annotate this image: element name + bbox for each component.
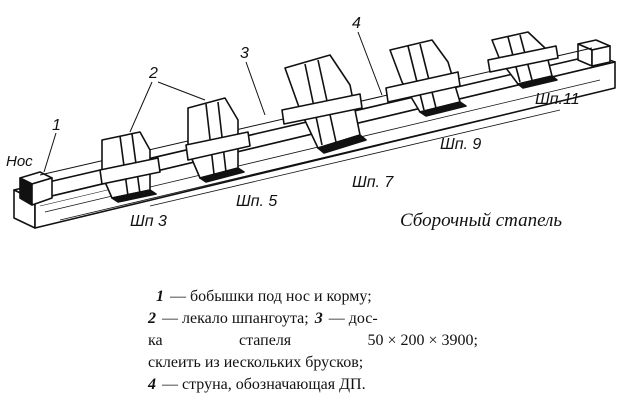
frame-template-sh3 [99,131,161,203]
legend-text-3c: 50 × 200 × 3900; [367,332,478,349]
label-3: 3 [240,45,249,62]
label-sh3: Шп 3 [130,213,167,230]
label-1: 1 [52,117,61,134]
frame-template-sh11 [487,31,559,89]
legend-num-3: 3 [314,310,323,327]
slipway-drawing: Нос 1 2 3 4 Шп 3 Шп. 5 Шп. 7 Шп. 9 Шп.11… [6,15,616,231]
label-nose: Нос [6,153,33,170]
legend-num-1: 1 [156,288,164,305]
frame-template-sh5 [185,97,251,183]
legend-text-2a: — лекало шпангоута; [162,310,309,327]
legend-line-4: склеить из иескольких брусков; [148,352,478,374]
legend-line-5: 4 — струна, обозначающая ДП. [148,374,478,396]
leader-1 [43,132,57,173]
frame-template-sh7 [281,54,367,154]
label-sh9: Шп. 9 [440,136,481,153]
label-sh11: Шп.11 [535,91,580,108]
nose-bobbin [19,171,53,206]
legend-line-1: 1 — бобышки под нос и корму; [148,286,478,308]
legend-text-3b: стапеля [238,332,292,349]
diagram-title: Сборочный стапель [400,210,562,231]
legend-text-1: — бобышки под нос и корму; [170,288,372,305]
label-sh7: Шп. 7 [352,174,394,191]
legend-num-4: 4 [148,376,156,393]
label-4: 4 [352,15,361,32]
legend-text-5: — струна, обозначающая ДП. [162,376,366,393]
legend-line-3: ка стапеля 50 × 200 × 3900; [148,330,478,352]
leader-2b [157,81,206,101]
legend-line-2: 2 — лекало шпангоута; 3 — дос- [148,308,478,330]
leader-4 [357,31,383,96]
legend-num-2: 2 [148,310,156,327]
label-2: 2 [148,65,158,82]
legend-text-2b: — дос- [328,310,378,327]
leader-3 [245,61,266,116]
legend-text-4: склеить из иескольких брусков; [148,354,364,371]
legend-text-3a: ка [148,332,163,349]
label-sh5: Шп. 5 [236,193,277,210]
legend: 1 — бобышки под нос и корму; 2 — лекало … [148,286,478,396]
frame-template-sh9 [385,39,467,117]
leader-2a [129,81,153,133]
stern-bobbin [577,39,611,67]
